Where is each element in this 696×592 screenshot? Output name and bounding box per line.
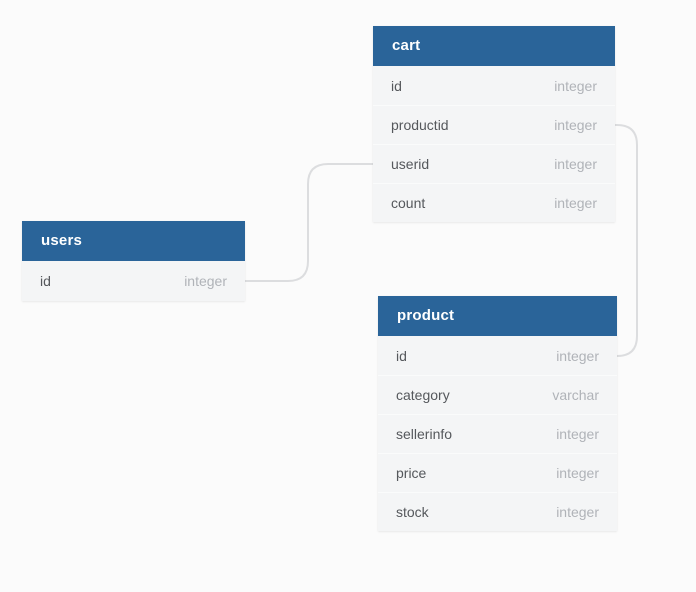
table-cart-row-count[interactable]: count integer (373, 183, 615, 222)
table-product-header[interactable]: product (378, 296, 617, 336)
field-type: integer (554, 77, 597, 94)
field-name: productid (391, 117, 449, 133)
table-users: users id integer (22, 221, 245, 301)
table-product: product id integer category varchar sell… (378, 296, 617, 531)
field-name: id (396, 347, 407, 364)
table-product-row-sellerinfo[interactable]: sellerinfo integer (378, 414, 617, 453)
field-type: integer (556, 504, 599, 520)
table-product-row-price[interactable]: price integer (378, 453, 617, 492)
table-cart-row-id[interactable]: id integer (373, 66, 615, 105)
table-product-title: product (397, 307, 455, 324)
table-cart: cart id integer productid integer userid… (373, 26, 615, 222)
table-cart-row-userid[interactable]: userid integer (373, 144, 615, 183)
field-type: integer (554, 195, 597, 211)
field-type: varchar (552, 387, 599, 403)
table-users-row-id[interactable]: id integer (22, 261, 245, 301)
table-cart-title: cart (392, 37, 421, 54)
field-name: category (396, 387, 450, 403)
table-users-header[interactable]: users (22, 221, 245, 261)
field-name: id (391, 77, 402, 94)
relationship-line-cart-productid-to-product-id[interactable] (615, 124, 638, 357)
field-name: price (396, 465, 427, 481)
field-type: integer (556, 465, 599, 481)
field-name: stock (396, 504, 429, 520)
field-name: count (391, 195, 426, 211)
field-name: id (40, 273, 51, 289)
table-product-row-stock[interactable]: stock integer (378, 492, 617, 531)
field-type: integer (556, 347, 599, 364)
field-type: integer (184, 273, 227, 289)
table-users-title: users (41, 232, 83, 249)
field-type: integer (556, 426, 599, 442)
relationship-line-users-id-to-cart-userid[interactable] (245, 163, 373, 282)
table-cart-row-productid[interactable]: productid integer (373, 105, 615, 144)
field-name: userid (391, 156, 430, 172)
table-product-row-id[interactable]: id integer (378, 336, 617, 375)
table-product-row-category[interactable]: category varchar (378, 375, 617, 414)
table-cart-header[interactable]: cart (373, 26, 615, 66)
field-type: integer (554, 156, 597, 172)
field-type: integer (554, 117, 597, 133)
field-name: sellerinfo (396, 426, 453, 442)
